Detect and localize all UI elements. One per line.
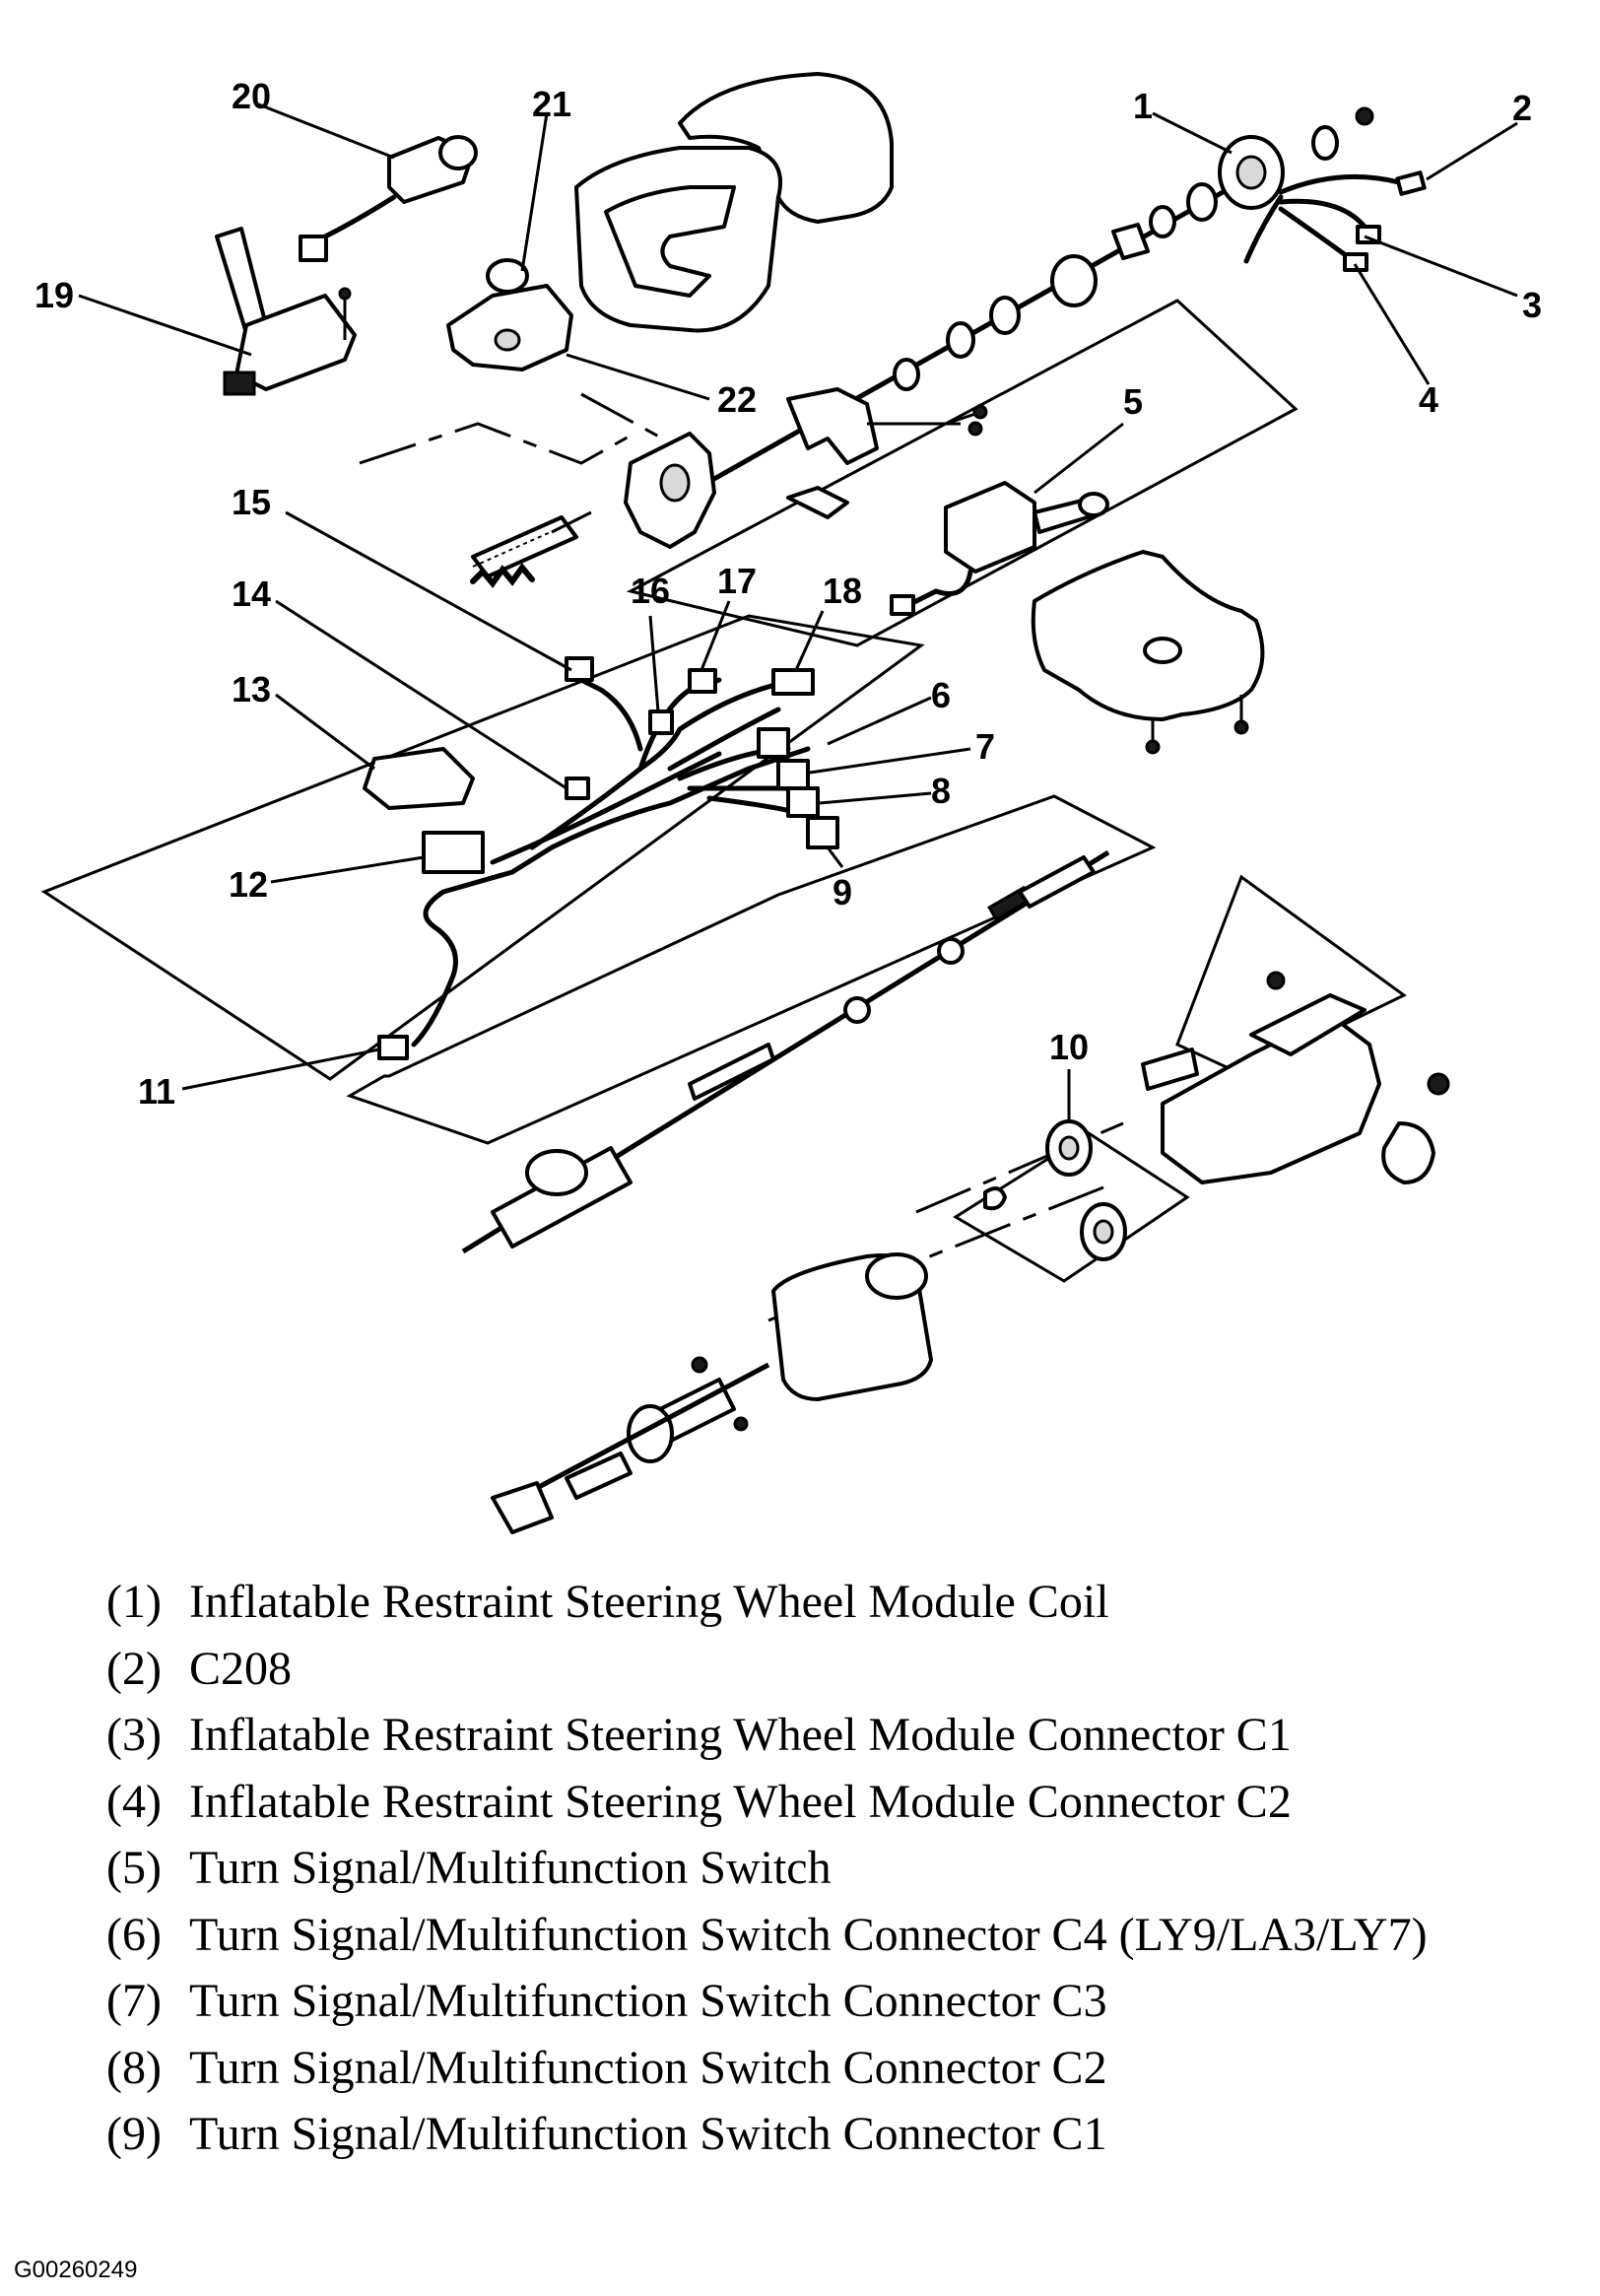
coil-wiring (1243, 170, 1427, 272)
harness-connector-16 (648, 709, 674, 735)
harness-connector-18 (771, 668, 815, 696)
turn-signal-switch (890, 481, 1109, 616)
legend-number: (1) (106, 1576, 162, 1628)
connector-c3 (776, 759, 810, 790)
callout-6: 6 (931, 675, 951, 715)
callout-22: 22 (717, 379, 757, 420)
legend-item: (5) Turn Signal/Multifunction Switch (106, 1835, 1565, 1902)
figure-id: G00260249 (14, 2257, 138, 2283)
legend-number: (9) (106, 2108, 162, 2160)
bearing-parts (983, 1119, 1127, 1261)
legend-item: (4) Inflatable Restraint Steering Wheel … (106, 1769, 1565, 1836)
legend-item: (9) Turn Signal/Multifunction Switch Con… (106, 2101, 1565, 2168)
legend-number: (3) (106, 1709, 162, 1761)
callout-18: 18 (823, 571, 862, 611)
callout-13: 13 (232, 669, 271, 709)
lower-shaft (491, 1252, 933, 1534)
legend-text: Turn Signal/Multifunction Switch (189, 1842, 832, 1894)
callout-7: 7 (975, 726, 995, 767)
connector-c4 (757, 727, 790, 759)
upper-shaft-parts (893, 106, 1374, 391)
legend-text: Inflatable Restraint Steering Wheel Modu… (189, 1775, 1292, 1828)
legend-number: (2) (106, 1642, 162, 1695)
harness-connector-14 (565, 777, 590, 800)
callout-16: 16 (631, 571, 670, 611)
callout-12: 12 (229, 864, 268, 905)
legend-item: (6) Turn Signal/Multifunction Switch Con… (106, 1902, 1565, 1969)
callout-3: 3 (1522, 285, 1542, 325)
callout-17: 17 (717, 561, 757, 601)
callout-10: 10 (1049, 1027, 1089, 1067)
legend-text: Turn Signal/Multifunction Switch Connect… (189, 1975, 1107, 2027)
callout-21: 21 (532, 84, 571, 124)
legend-item: (1) Inflatable Restraint Steering Wheel … (106, 1569, 1565, 1636)
legend-text: Turn Signal/Multifunction Switch Connect… (189, 1908, 1428, 1961)
connector-c1 (1356, 225, 1381, 244)
exploded-steering-column-diagram: 1 2 3 4 5 6 7 8 9 10 11 12 13 14 15 16 1… (34, 72, 1542, 1534)
callout-leaders (78, 101, 1518, 1121)
legend-item: (3) Inflatable Restraint Steering Wheel … (106, 1702, 1565, 1769)
legend-number: (7) (106, 1975, 162, 2027)
wiring-harness-frame (40, 614, 925, 1081)
multifunction-lever (215, 227, 357, 396)
callout-19: 19 (34, 275, 74, 315)
harness-connector-12 (422, 831, 485, 874)
lock-housing (471, 432, 716, 578)
legend-item: (7) Turn Signal/Multifunction Switch Con… (106, 1968, 1565, 2035)
switch-connector (890, 594, 915, 616)
callout-20: 20 (232, 76, 271, 116)
legend-number: (8) (106, 2041, 162, 2094)
callout-9: 9 (833, 872, 852, 912)
harness-connector-13 (363, 747, 475, 810)
harness-connector-11 (377, 1035, 409, 1060)
callout-labels: 1 2 3 4 5 6 7 8 9 10 11 12 13 14 15 16 1… (34, 76, 1542, 1112)
parts-legend: (1) Inflatable Restraint Steering Wheel … (106, 1569, 1565, 2168)
callout-1: 1 (1133, 86, 1153, 126)
key-cylinder-connector (299, 235, 328, 262)
legend-number: (6) (106, 1908, 162, 1961)
center-bracket (786, 387, 988, 519)
connector-c208 (1395, 170, 1427, 196)
legend-text: Inflatable Restraint Steering Wheel Modu… (189, 1709, 1292, 1761)
spring-and-pin (470, 563, 535, 588)
upper-shroud (574, 72, 894, 333)
callout-2: 2 (1512, 88, 1532, 128)
legend-item: (2) C208 (106, 1636, 1565, 1703)
intermediate-shaft (491, 855, 1096, 1249)
key-cylinder (299, 135, 573, 371)
legend-number: (5) (106, 1842, 162, 1894)
legend-text: Turn Signal/Multifunction Switch Connect… (189, 2108, 1107, 2160)
harness-connector-17 (688, 668, 717, 694)
connector-c1-switch (806, 816, 839, 849)
callout-11: 11 (138, 1071, 175, 1112)
callout-5: 5 (1123, 381, 1143, 422)
callout-14: 14 (232, 574, 271, 614)
lower-shroud (1031, 550, 1265, 755)
legend-text: Turn Signal/Multifunction Switch Connect… (189, 2041, 1107, 2094)
legend-text: Inflatable Restraint Steering Wheel Modu… (189, 1576, 1109, 1628)
legend-item: (8) Turn Signal/Multifunction Switch Con… (106, 2035, 1565, 2102)
callout-8: 8 (931, 771, 951, 811)
lower-bracket (1141, 971, 1450, 1184)
wiring-harness (363, 656, 839, 1060)
harness-connector-15 (565, 656, 594, 682)
callout-4: 4 (1419, 379, 1438, 420)
legend-number: (4) (106, 1775, 162, 1828)
legend-text: C208 (189, 1642, 293, 1695)
connector-c2-switch (786, 786, 820, 818)
connector-c2 (1343, 252, 1368, 272)
callout-15: 15 (232, 482, 271, 522)
